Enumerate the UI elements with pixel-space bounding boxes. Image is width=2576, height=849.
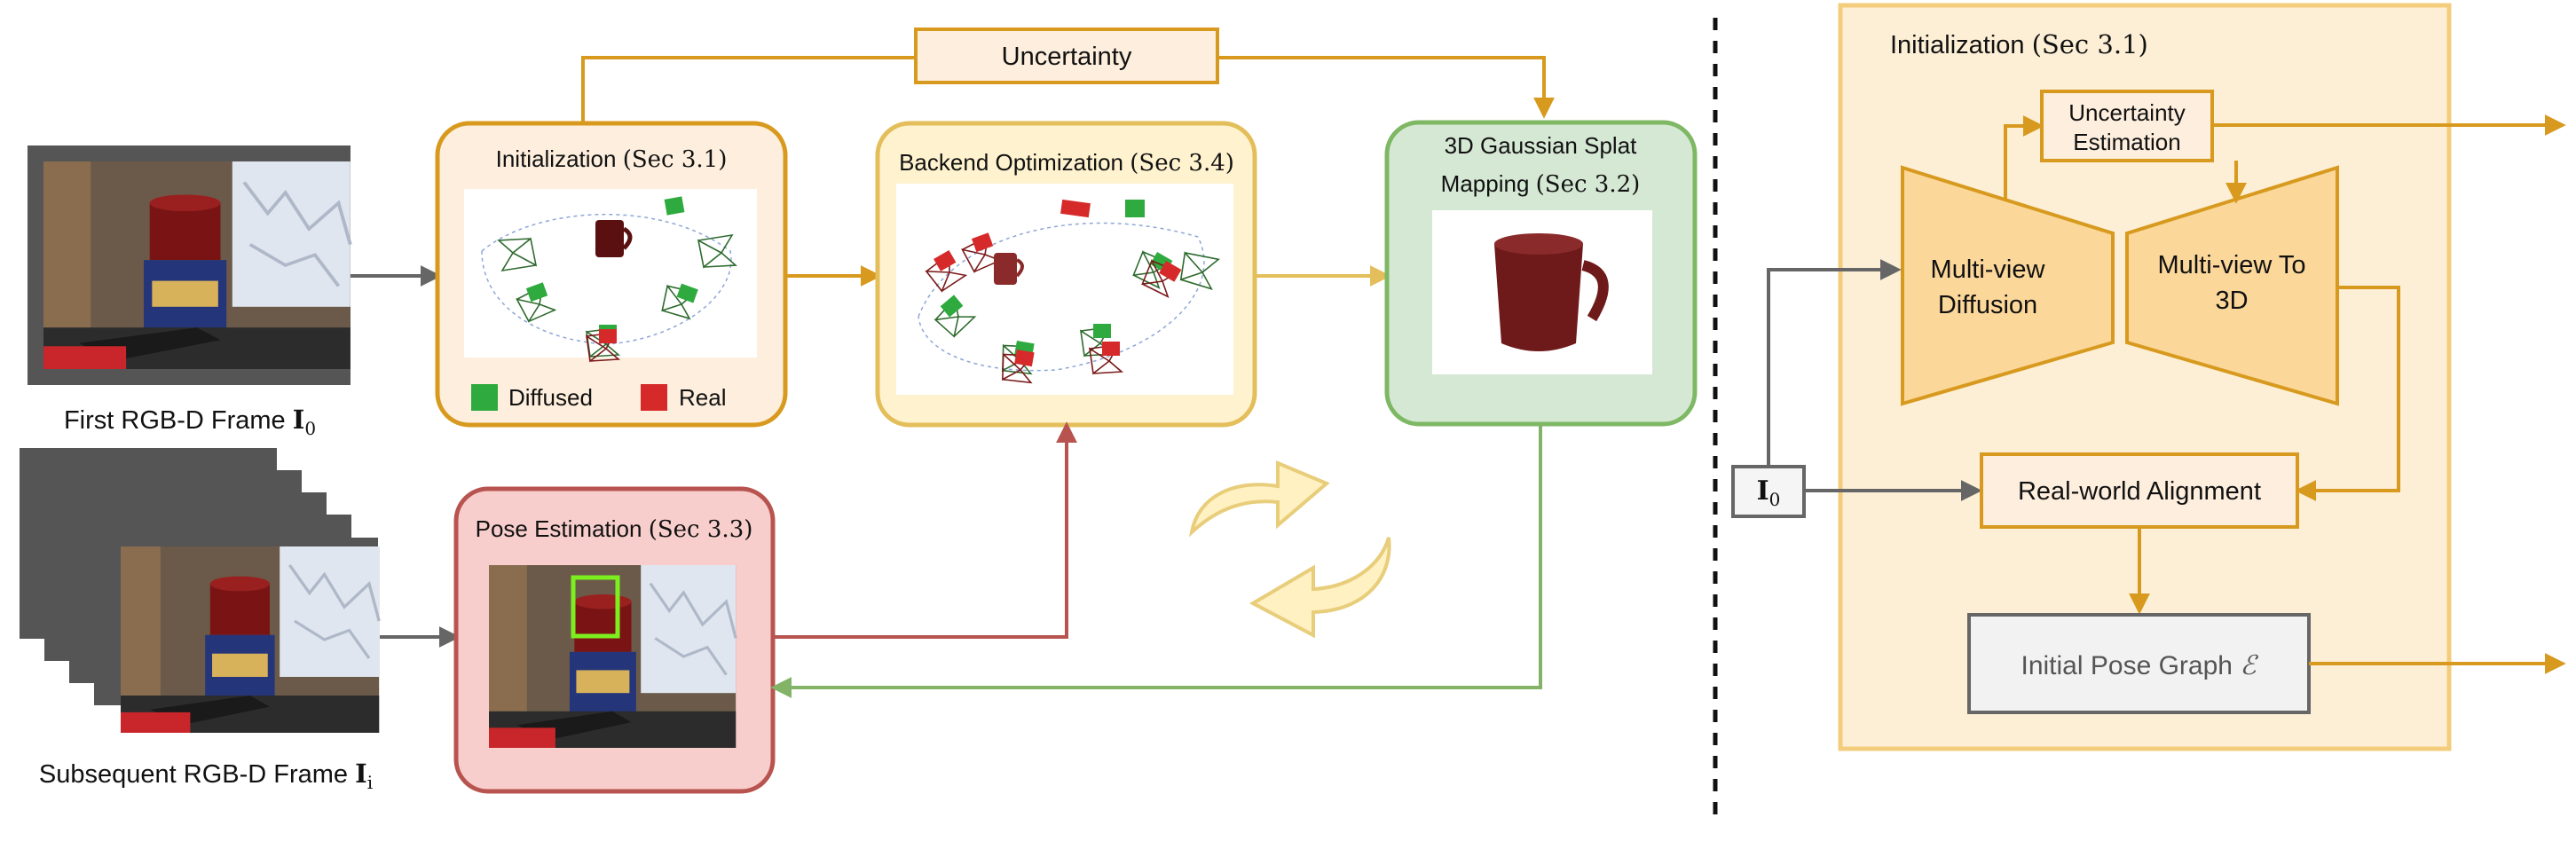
pose-to-backend-arrow [773,421,1077,639]
uncertainty-label: Uncertainty [1002,43,1132,71]
mv-to-3d-block [2125,165,2339,406]
initialization-title: Initialization (Sec 3.1) [496,145,728,173]
init-detail-title: Initialization (Sec 3.1) [1890,29,2148,59]
real-world-alignment-box [1980,452,2299,529]
loop-arrow-lower [1249,537,1391,639]
svg-text:Diffused: Diffused [508,384,593,411]
loop-arrow-upper [1189,460,1330,538]
mv3d-to-alignment-arrow [2295,286,2400,501]
first-frame-label: First RGB-D Frame I0 [64,405,316,439]
initialization-pose-graph-image [464,189,757,362]
subsequent-frames-stack [20,448,381,735]
uncertainty-estimation-label-1: Uncertainty [2068,99,2186,126]
mapping-title-line1: 3D Gaussian Splat [1445,132,1638,159]
input-frame-symbol: I0 [1757,476,1781,510]
input-to-diffusion-arrow [1767,259,1902,467]
pose-estimation-image [487,563,737,750]
mv-to-3d-label-1: Multi-view To [2157,251,2305,279]
uncertainty-estimation-box [2040,90,2214,162]
diffusion-to-uncertainty-link [2004,115,2044,200]
real-world-alignment-label: Real-world Alignment [2018,477,2261,506]
mv-diffusion-block [1901,165,2115,406]
mapping-title-line2: Mapping (Sec 3.2) [1441,170,1641,198]
initial-pose-graph-label: Initial Pose Graph ℰ [2021,650,2259,681]
legend-diffused: Diffused [471,384,593,411]
pose-estimation-title: Pose Estimation (Sec 3.3) [476,515,753,543]
uncertainty-estimation-label-2: Estimation [2073,129,2180,155]
mv-diffusion-label-2: Diffusion [1938,291,2037,319]
subsequent-frame-label: Subsequent RGB-D Frame Ii [39,759,373,793]
mv-diffusion-label-1: Multi-view [1931,255,2046,284]
backend-optimization-title: Backend Optimization (Sec 3.4) [899,149,1234,177]
mapping-to-pose-arrow [770,424,1542,698]
uncertainty-box [914,28,1219,84]
legend-real: Real [641,384,726,411]
backend-pose-graph-image [896,184,1233,395]
svg-text:Real: Real [679,384,726,411]
uncertainty-to-mapping-arrow [1217,56,1555,119]
mapping-mug-render [1432,210,1652,374]
mv-to-3d-label-2: 3D [2215,287,2248,315]
first-frame-thumbnail [28,145,352,385]
uncertainty-link-left [581,56,916,123]
